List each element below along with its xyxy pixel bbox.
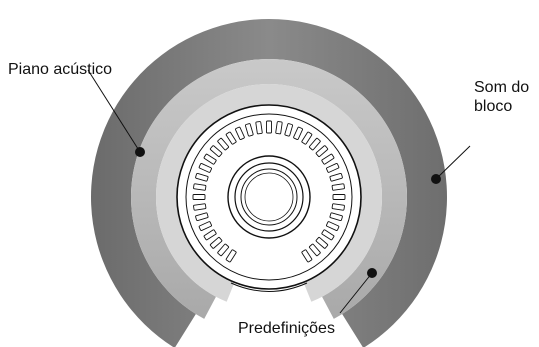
dial-slot xyxy=(321,229,335,241)
dial-slots xyxy=(192,120,346,263)
dial-slot xyxy=(332,194,346,200)
dial-slot xyxy=(235,126,245,140)
dial-slot xyxy=(284,123,294,137)
dial-slot xyxy=(203,153,217,165)
dial-slot xyxy=(195,212,209,222)
dial-inner-rim xyxy=(185,113,353,281)
dial-slot xyxy=(209,236,223,249)
dial-slot xyxy=(193,183,207,191)
dial-slot xyxy=(225,131,237,145)
dial-slot xyxy=(266,120,272,134)
dial-slot xyxy=(192,194,206,200)
dial-slot xyxy=(329,212,343,222)
dial-slot xyxy=(315,145,329,158)
marker-dot-presets xyxy=(367,268,377,278)
dial-slot xyxy=(329,172,343,182)
dial-slot xyxy=(315,236,329,249)
dial-slot xyxy=(331,183,345,191)
leader-line-presets xyxy=(339,272,373,314)
dial-slot xyxy=(193,203,207,211)
marker-dot-block xyxy=(431,174,441,184)
dial-slot xyxy=(326,221,340,231)
dial-slot xyxy=(195,172,209,182)
dial-slot xyxy=(217,137,230,151)
label-block-line1: Som do xyxy=(474,79,529,96)
dial-slot xyxy=(301,131,313,145)
dial-slot xyxy=(293,126,303,140)
dial-slot xyxy=(326,163,340,173)
dial-slot xyxy=(217,243,230,257)
dial-slot xyxy=(209,145,223,158)
dial-slot xyxy=(225,249,237,263)
dial-slot xyxy=(255,121,263,135)
dial-center-core xyxy=(244,172,294,222)
label-presets: Predefinições xyxy=(238,320,335,337)
dial-slot xyxy=(331,203,345,211)
leader-line-piano xyxy=(87,69,141,153)
dial-slot xyxy=(198,163,212,173)
dial-slot xyxy=(275,121,283,135)
label-piano: Piano acústico xyxy=(8,61,112,78)
dial-slot xyxy=(321,153,335,165)
dial-slot xyxy=(244,123,254,137)
marker-dot-piano xyxy=(135,147,145,157)
dial-slot xyxy=(198,221,212,231)
dial-slot xyxy=(308,137,321,151)
dial-slot xyxy=(203,229,217,241)
dial-slot xyxy=(308,243,321,257)
dial-notch xyxy=(230,282,308,292)
label-block-line2: bloco xyxy=(474,98,512,115)
dial-slot xyxy=(301,249,313,263)
leader-line-block xyxy=(435,145,471,180)
